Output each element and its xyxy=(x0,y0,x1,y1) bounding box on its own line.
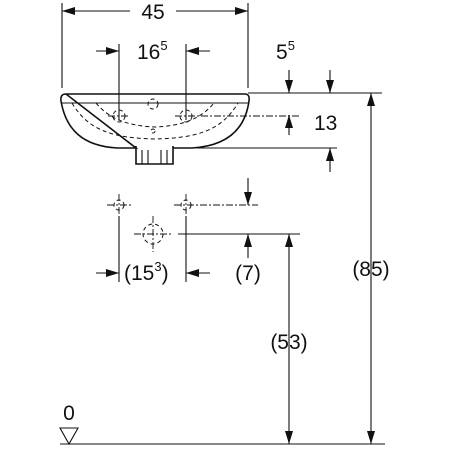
bracket-spacing-close: ) xyxy=(162,262,169,285)
tap-hole-spacing-dimension: 165 xyxy=(96,38,210,120)
tap-hole-spacing-label: 165 xyxy=(137,38,168,64)
tap-hole-spacing-main: 16 xyxy=(137,41,160,64)
rim-height-dimension: (85) xyxy=(352,93,390,444)
tap-hole-center xyxy=(147,98,159,110)
basin-elevation xyxy=(60,93,300,165)
waste-outlet xyxy=(135,146,174,165)
basin-depth-label: 13 xyxy=(314,112,337,135)
bracket-spacing-label: (153) xyxy=(124,259,169,285)
basin-outline xyxy=(60,93,250,149)
bracket-spacing-dimension: (153) xyxy=(96,216,210,285)
basin-overflow-hidden xyxy=(95,102,215,128)
tap-hole-right xyxy=(175,109,300,123)
rim-offset-sup: 5 xyxy=(288,38,295,53)
floor-level: 0 xyxy=(59,402,385,446)
bracket-left xyxy=(107,194,131,216)
rim-offset-label: 55 xyxy=(276,38,295,64)
bracket-offset-dimension: (7) xyxy=(235,178,261,285)
rim-height-label: (85) xyxy=(352,258,389,281)
bracket-spacing-open: (15 xyxy=(124,262,154,285)
bracket-height-label: (53) xyxy=(270,331,307,354)
overflow-hole xyxy=(150,128,156,134)
tap-hole-left xyxy=(108,109,130,123)
bracket-spacing-sup: 3 xyxy=(154,259,161,274)
overall-width-label: 45 xyxy=(141,1,164,24)
bracket-right xyxy=(174,194,258,216)
rim-offset-dimension: 55 xyxy=(276,38,334,93)
waste-centre xyxy=(134,216,172,252)
basin-depth-dimension: 13 xyxy=(176,92,382,172)
overall-width-dimension: 45 xyxy=(61,1,249,88)
bracket-height-dimension: (53) xyxy=(270,234,308,444)
tap-hole-spacing-sup: 5 xyxy=(160,38,167,53)
basin-bowl-hidden xyxy=(71,102,239,140)
rim-offset-main: 5 xyxy=(276,41,288,64)
bracket-offset-label: (7) xyxy=(235,262,261,285)
wall-brackets xyxy=(107,194,300,252)
floor-level-label: 0 xyxy=(63,402,75,425)
floor-level-triangle xyxy=(59,427,79,446)
